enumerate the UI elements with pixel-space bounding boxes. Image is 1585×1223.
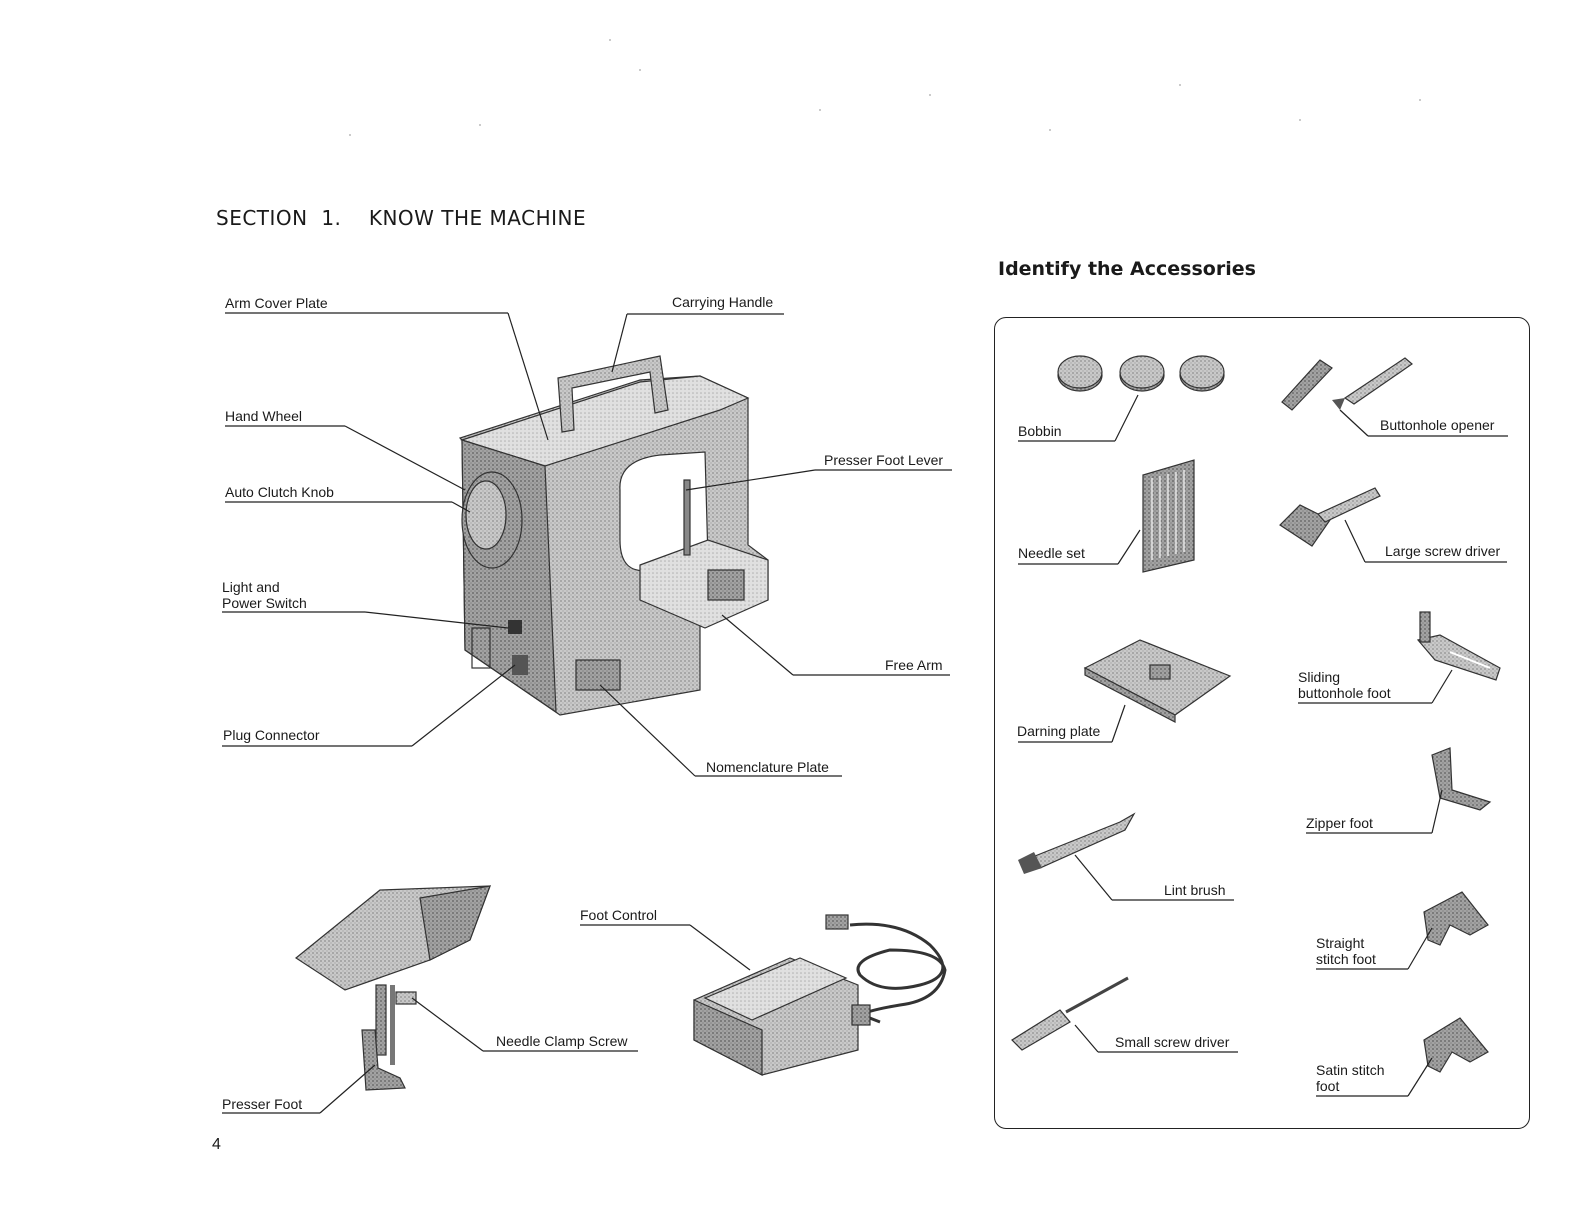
label-straight-stitch-foot: Straight stitch foot [1316,935,1376,967]
label-auto-clutch-knob: Auto Clutch Knob [225,484,334,500]
label-presser-foot-lever: Presser Foot Lever [824,452,944,468]
label-presser-foot: Presser Foot [222,1096,303,1112]
label-light-and: Light and [222,579,280,595]
label-free-arm: Free Arm [885,657,943,673]
label-plug-connector: Plug Connector [223,727,320,743]
accessories-title: Identify the Accessories [998,258,1256,280]
label-needle-clamp-screw: Needle Clamp Screw [496,1033,628,1049]
label-buttonhole-foot: buttonhole foot [1298,685,1391,701]
label-hand-wheel: Hand Wheel [225,408,303,424]
straight-stitch-foot-illustration [1423,891,1489,946]
darning-plate-illustration [1083,639,1232,723]
label-small-screw-driver: Small screw driver [1115,1034,1230,1050]
foot-control-illustration [693,914,947,1076]
label-needle-set: Needle set [1018,545,1085,561]
label-lint-brush: Lint brush [1164,882,1226,898]
label-satin-stitch-foot: Satin stitch foot [1316,1062,1384,1094]
presser-foot-illustration [294,885,491,1091]
label-power-switch: Power Switch [222,595,307,611]
leader-lines [222,312,952,1114]
label-darning-plate: Darning plate [1017,723,1101,739]
lint-brush-illustration [1018,812,1136,874]
label-foot: foot [1316,1078,1340,1094]
label-arm-cover-plate: Arm Cover Plate [225,295,328,311]
page-number: 4 [212,1136,221,1153]
label-light-power-switch: Light and Power Switch [222,579,307,611]
label-nomenclature-plate: Nomenclature Plate [706,759,829,775]
label-large-screw-driver: Large screw driver [1385,543,1501,559]
needle-set-illustration [1142,459,1195,573]
sliding-buttonhole-foot-illustration [1416,611,1501,681]
label-foot-control: Foot Control [580,907,658,923]
label-buttonhole-opener: Buttonhole opener [1380,417,1495,433]
scan-noise [349,39,1421,136]
bobbins-illustration [1057,355,1225,392]
label-bobbin: Bobbin [1018,423,1062,439]
accessory-leader-lines [1018,394,1508,1097]
label-sliding: Sliding [1298,669,1341,685]
label-carrying-handle: Carrying Handle [672,294,774,310]
label-sliding-buttonhole-foot: Sliding buttonhole foot [1298,669,1391,701]
section-title: SECTION 1. KNOW THE MACHINE [216,206,587,230]
large-screw-driver-illustration [1279,487,1381,547]
label-zipper-foot: Zipper foot [1306,815,1373,831]
small-screw-driver-illustration [1011,976,1129,1051]
satin-stitch-foot-illustration [1423,1017,1489,1073]
label-satin-stitch: Satin stitch [1316,1062,1385,1078]
label-straight: Straight [1316,935,1365,951]
label-stitch-foot: stitch foot [1316,951,1376,967]
buttonhole-opener-illustration [1281,357,1413,411]
sewing-machine-illustration [458,355,769,716]
accessories-box [994,317,1530,1129]
